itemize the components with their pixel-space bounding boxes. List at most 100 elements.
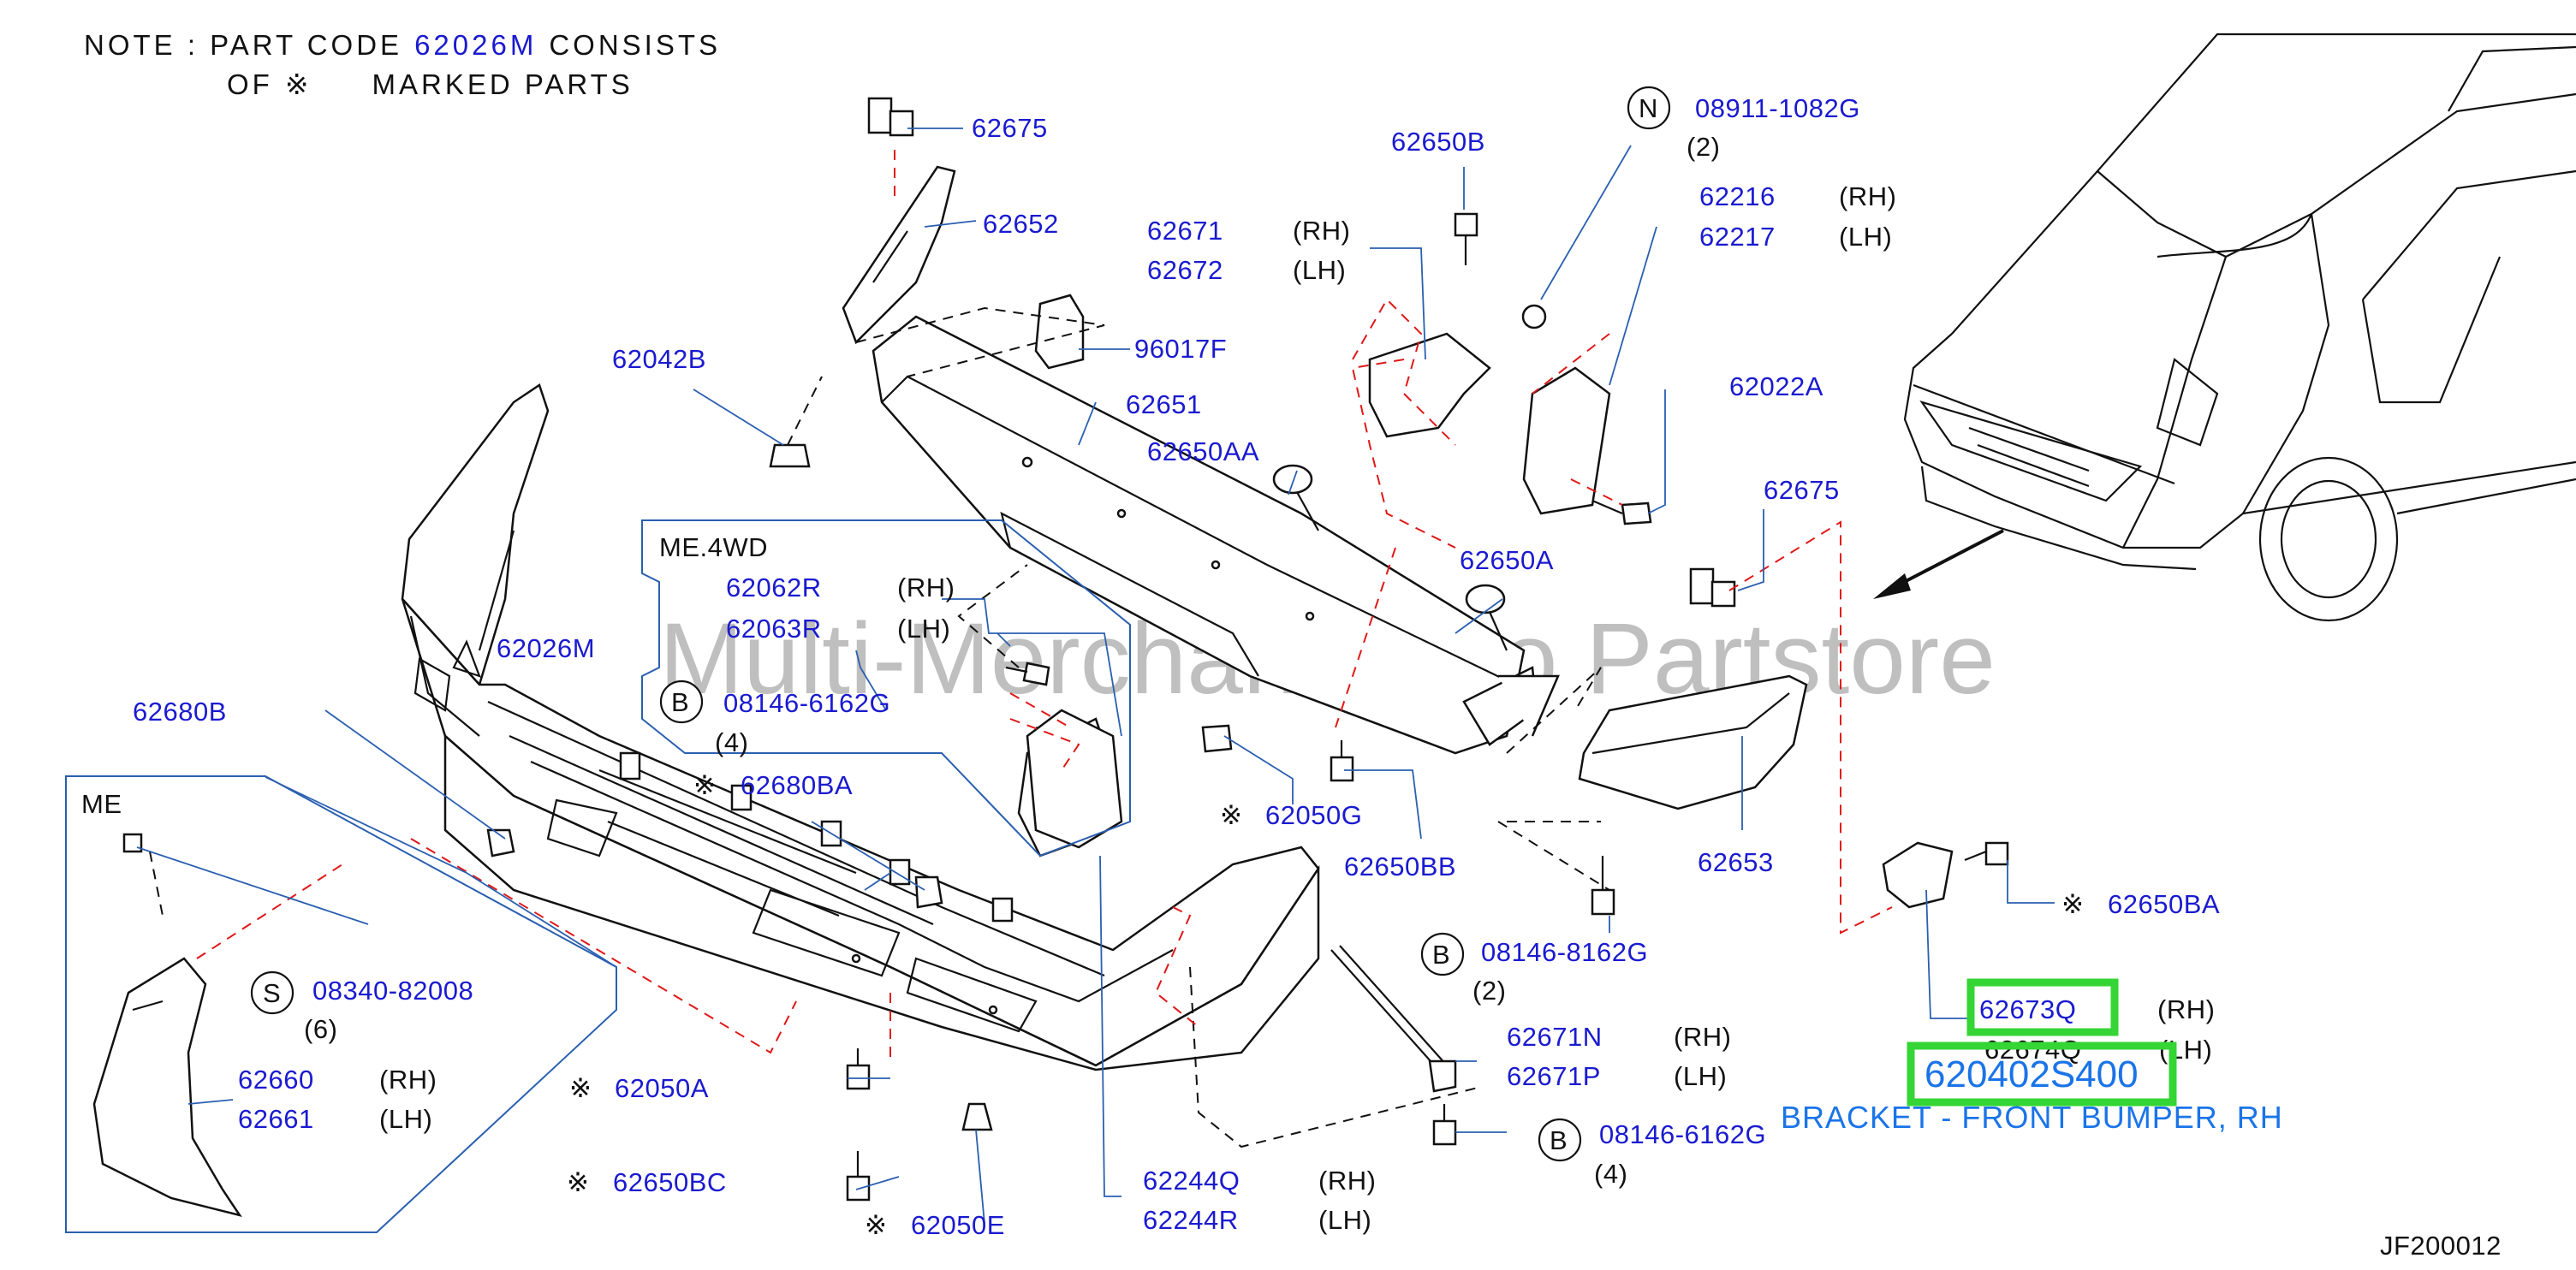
svg-text:OF※MARKED PARTS: OF ※ MARKED PARTS: [227, 68, 634, 100]
label-62675-right[interactable]: 62675: [1764, 475, 1840, 505]
note-part-code[interactable]: 62026M: [414, 29, 537, 61]
circle-b-2: B: [1432, 940, 1450, 970]
box-me: ME: [65, 775, 617, 1233]
mark-62050a: ※: [569, 1073, 592, 1103]
label-62063r[interactable]: 62063R: [726, 614, 822, 644]
side-62660: (RH): [379, 1065, 437, 1095]
label-08911-1082g[interactable]: 08911-1082G: [1695, 93, 1860, 123]
label-62042b[interactable]: 62042B: [612, 344, 706, 374]
mark-62050e: ※: [865, 1210, 887, 1240]
part-highlight: 620402S400 BRACKET - FRONT BUMPER, RH: [1781, 978, 2283, 1135]
label-08340-82008[interactable]: 08340-82008: [312, 976, 473, 1006]
label-62661[interactable]: 62661: [238, 1104, 314, 1134]
side-62671: (RH): [1293, 216, 1350, 246]
bracket-62673q[interactable]: [1882, 841, 1954, 909]
bumper-side-bracket-left[interactable]: [842, 165, 956, 345]
label-08146-6162g-a[interactable]: 08146-6162G: [723, 688, 890, 718]
side-62661: (LH): [379, 1104, 432, 1134]
bracket-62675-right[interactable]: [1689, 567, 1736, 608]
label-62671[interactable]: 62671: [1147, 216, 1223, 246]
note-mark-symbol: ※: [285, 68, 312, 100]
mud-guard-62660[interactable]: [92, 957, 242, 1217]
label-62660[interactable]: 62660: [238, 1065, 314, 1095]
box-me4wd: ME.4WD: [641, 519, 1131, 858]
highlight-part-number[interactable]: 620402S400: [1925, 1053, 2139, 1095]
brace-rod-62671n[interactable]: [1330, 945, 1457, 1093]
label-62050e[interactable]: 62050E: [911, 1210, 1005, 1240]
highlight-caption: BRACKET - FRONT BUMPER, RH: [1781, 1100, 2283, 1135]
fasteners: [122, 212, 2009, 1202]
side-bracket-me4wd[interactable]: [1026, 709, 1123, 849]
label-62650bb[interactable]: 62650BB: [1344, 852, 1456, 881]
mark-62650bc: ※: [567, 1167, 589, 1197]
label-08146-6162g-c[interactable]: 08146-6162G: [1599, 1119, 1766, 1149]
label-62650bc[interactable]: 62650BC: [613, 1167, 727, 1197]
note-block: NOTE : PART CODE 62026M CONSISTS OF ※ MARKED…: [84, 29, 721, 100]
label-62675-top[interactable]: 62675: [972, 113, 1048, 143]
label-62672[interactable]: 62672: [1147, 255, 1223, 285]
circle-b-1: B: [671, 687, 689, 717]
side-62244r: (LH): [1318, 1205, 1371, 1235]
leader-lines: [136, 128, 2055, 1225]
label-08146-8162g[interactable]: 08146-8162G: [1481, 937, 1648, 967]
label-62050a[interactable]: 62050A: [615, 1073, 709, 1103]
box-me-label: ME: [81, 789, 122, 819]
mount-bracket-lh[interactable]: [1522, 366, 1611, 515]
label-62217[interactable]: 62217: [1699, 222, 1776, 252]
circle-b-3: B: [1550, 1125, 1568, 1155]
side-62216: (RH): [1839, 181, 1896, 211]
qty-08340: (6): [304, 1014, 337, 1044]
side-62673q: (RH): [2157, 994, 2215, 1024]
label-62673q[interactable]: 62673Q: [1979, 994, 2076, 1024]
vehicle-outline: [1903, 33, 2576, 622]
note-suffix: CONSISTS: [549, 29, 721, 61]
label-62671p[interactable]: 62671P: [1507, 1061, 1601, 1091]
label-62650ba[interactable]: 62650BA: [2108, 889, 2220, 919]
label-62650aa[interactable]: 62650AA: [1147, 436, 1259, 466]
label-62022a[interactable]: 62022A: [1729, 371, 1823, 401]
label-62244r[interactable]: 62244R: [1143, 1205, 1239, 1235]
qty-08146-c: (4): [1594, 1159, 1627, 1189]
label-62650b[interactable]: 62650B: [1391, 127, 1485, 157]
side-62671p: (LH): [1674, 1061, 1727, 1091]
label-62244q[interactable]: 62244Q: [1143, 1166, 1240, 1196]
label-62050g[interactable]: 62050G: [1265, 800, 1362, 830]
qty-08146-8162g: (2): [1472, 976, 1506, 1006]
bumper-end-cap-62653[interactable]: [1578, 674, 1808, 810]
label-62680b[interactable]: 62680B: [133, 697, 227, 727]
label-62653[interactable]: 62653: [1698, 847, 1774, 877]
bumper-reinforcement[interactable]: [872, 315, 1560, 755]
label-96017f[interactable]: 96017F: [1134, 334, 1227, 364]
mark-62050g: ※: [1220, 800, 1242, 830]
bracket-62652-top[interactable]: [867, 97, 914, 137]
side-62671n: (RH): [1674, 1022, 1731, 1052]
mount-bracket-rh[interactable]: [1368, 332, 1491, 438]
highlight-box-62673q: [1966, 978, 2119, 1036]
note-prefix: NOTE : PART CODE: [84, 29, 402, 61]
side-62062r: (RH): [897, 573, 955, 602]
direction-arrow: [1873, 529, 2004, 599]
clip-96017f[interactable]: [1034, 294, 1085, 370]
label-62026m[interactable]: 62026M: [497, 633, 595, 663]
label-62652[interactable]: 62652: [983, 209, 1059, 239]
assembly-lines: [149, 150, 1893, 1148]
label-62216[interactable]: 62216: [1699, 181, 1776, 211]
side-62217: (LH): [1839, 222, 1892, 252]
note-of: OF: [227, 68, 273, 100]
circle-s: S: [263, 978, 281, 1008]
label-62650a[interactable]: 62650A: [1460, 545, 1554, 575]
label-62651[interactable]: 62651: [1126, 389, 1202, 419]
mark-62680ba: ※: [693, 770, 716, 800]
label-62671n[interactable]: 62671N: [1507, 1022, 1603, 1052]
highlight-box-part-number: [1907, 1042, 2177, 1107]
part-labels: 62675 62652 62650B 08911-1082G (2) 62671…: [133, 93, 2220, 1240]
box-me4wd-label: ME.4WD: [659, 532, 768, 562]
label-62062r[interactable]: 62062R: [726, 573, 822, 602]
qty-08146-a: (4): [715, 727, 748, 757]
note-marked-parts: MARKED PARTS: [372, 68, 633, 100]
circle-n: N: [1639, 93, 1658, 123]
label-62680ba[interactable]: 62680BA: [741, 770, 853, 800]
front-bumper-assembly[interactable]: [401, 383, 1320, 1071]
